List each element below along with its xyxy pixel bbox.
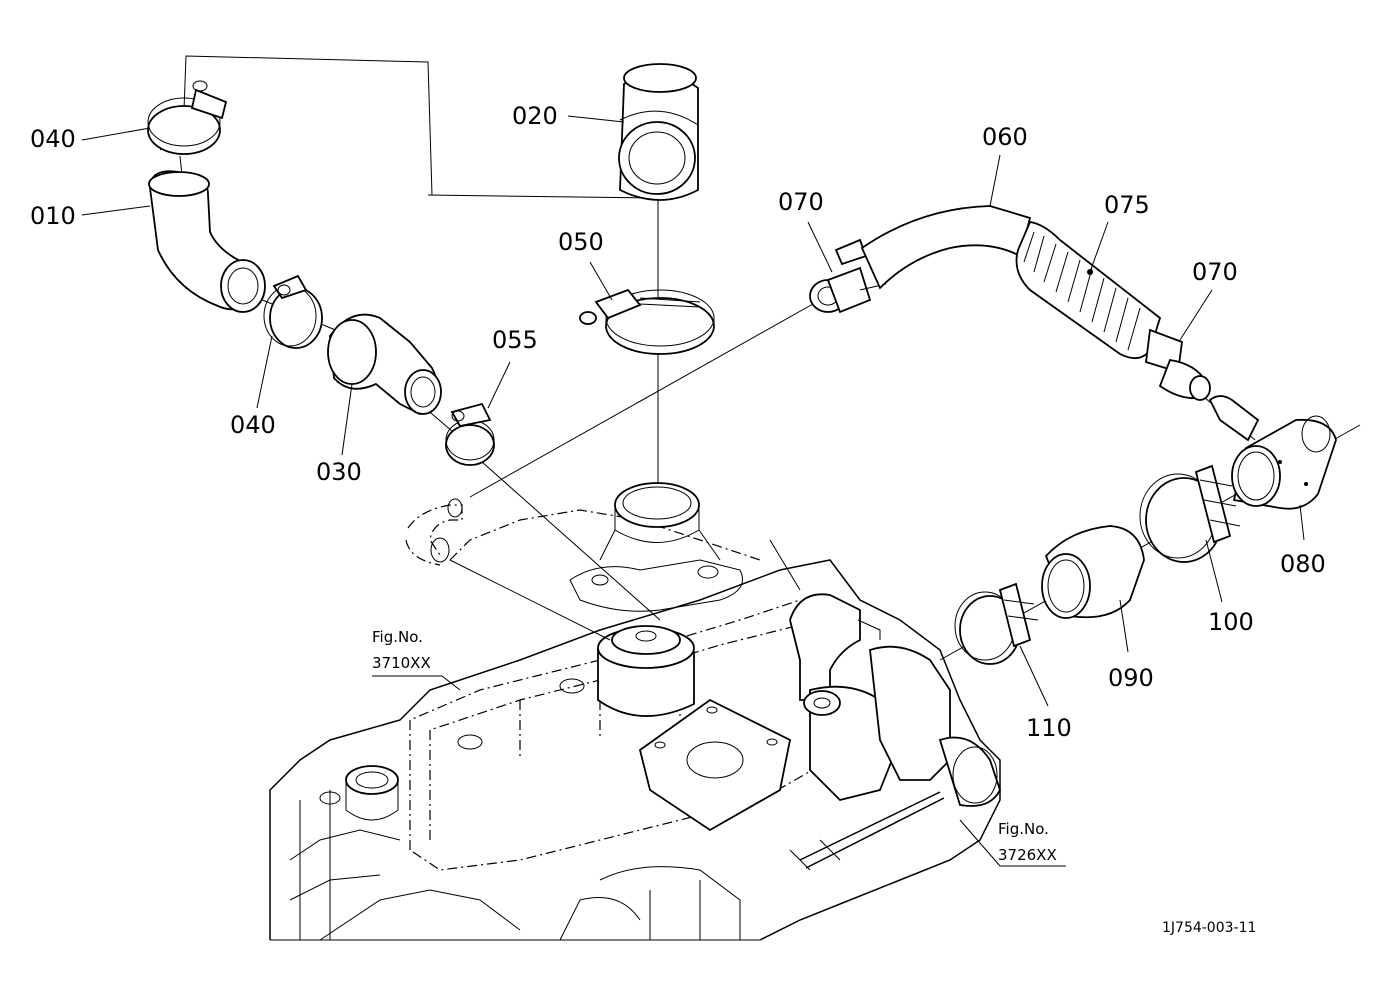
intake-port-ring [599, 482, 721, 561]
part-060-tube [860, 205, 1032, 290]
part-110-clamp [954, 582, 1039, 665]
label-020: 020 [512, 102, 558, 130]
label-055: 055 [492, 326, 538, 354]
figure-reference-3710: Fig.No. 3710XX [372, 628, 431, 672]
part-070-right-clamp [1145, 328, 1260, 442]
label-080: 080 [1280, 550, 1326, 578]
label-070-left: 070 [778, 188, 824, 216]
part-055-clamp [445, 402, 495, 466]
fig-ref-3726-line2: 3726XX [998, 846, 1057, 864]
part-090-reducer [1041, 525, 1145, 619]
engine-block [269, 509, 1001, 941]
part-number-labels: 040 010 020 040 030 050 055 060 070 075 … [30, 102, 1326, 742]
fig-ref-3710-line1: Fig.No. [372, 628, 423, 646]
label-040-top: 040 [30, 125, 76, 153]
figure-reference-3726: Fig.No. 3726XX [998, 820, 1057, 864]
leader-lines [81, 115, 1305, 867]
label-040-lower: 040 [230, 411, 276, 439]
part-030-reducer [327, 313, 442, 416]
label-010: 010 [30, 202, 76, 230]
breather-elbow [405, 498, 463, 566]
label-030: 030 [316, 458, 362, 486]
label-110: 110 [1026, 714, 1072, 742]
part-020-boot [618, 63, 699, 201]
label-100: 100 [1208, 608, 1254, 636]
part-040-top-clamp [147, 80, 228, 155]
part-010-elbow-hose [148, 170, 266, 313]
label-050: 050 [558, 228, 604, 256]
part-080-pipe [1231, 415, 1337, 510]
fig-ref-3726-line1: Fig.No. [998, 820, 1049, 838]
label-060: 060 [982, 123, 1028, 151]
label-090: 090 [1108, 664, 1154, 692]
part-040-lower-clamp [263, 274, 323, 349]
label-070-right: 070 [1192, 258, 1238, 286]
fig-ref-3710-line2: 3710XX [372, 654, 431, 672]
part-050-clamp [579, 288, 715, 355]
part-100-clamp [1139, 464, 1241, 563]
label-075: 075 [1104, 191, 1150, 219]
drawing-code: 1J754-003-11 [1162, 920, 1256, 936]
part-070-left-clamp [809, 238, 887, 314]
part-075-corrugated-hose [1015, 221, 1162, 360]
